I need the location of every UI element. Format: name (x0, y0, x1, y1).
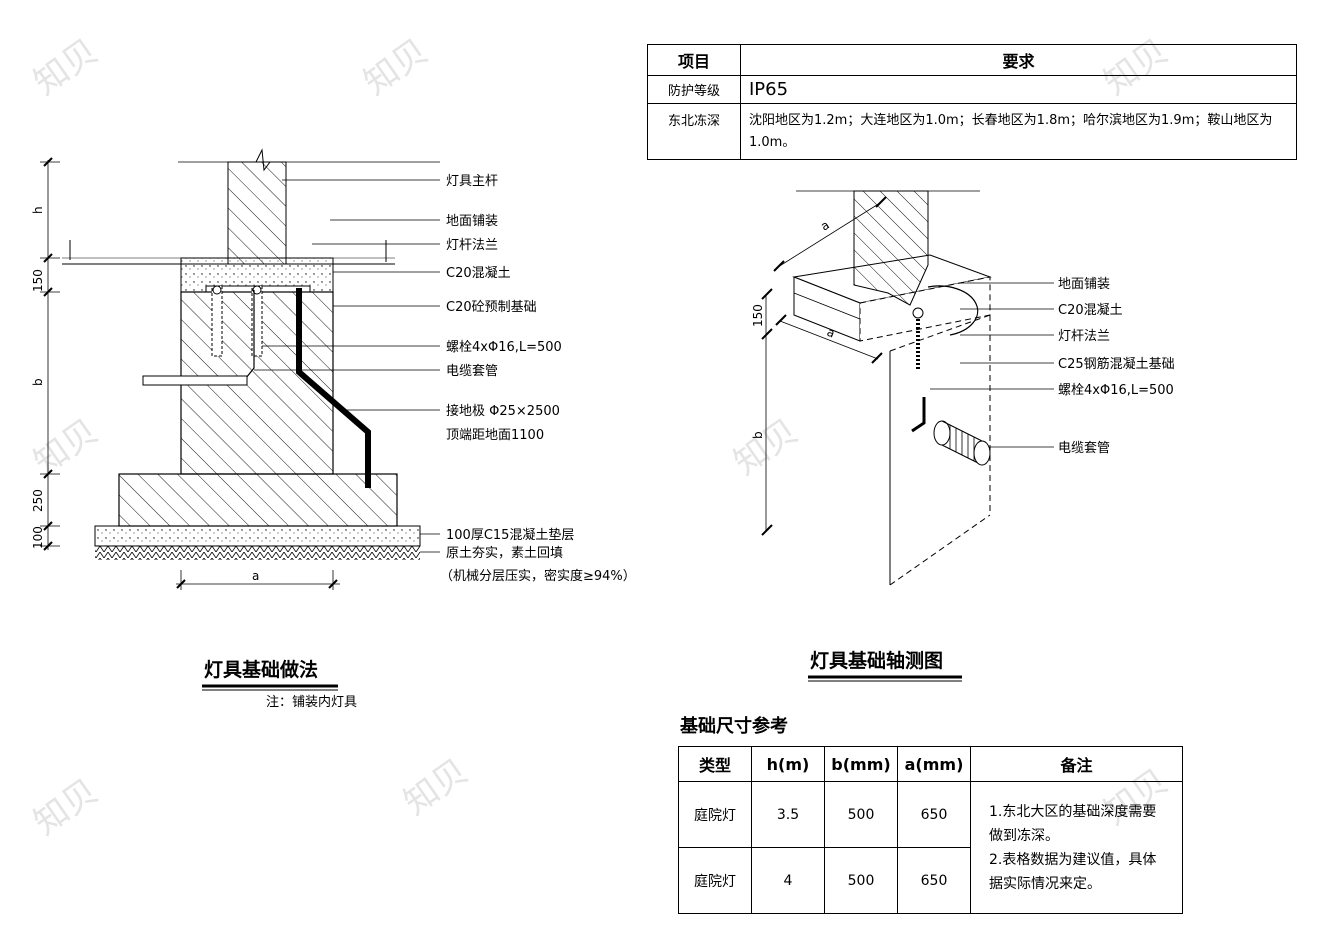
label-bolts: 螺栓4xΦ16,L=500 (446, 340, 562, 355)
ref-header-a: a(mm) (897, 746, 971, 782)
label-paving: 地面铺装 (446, 214, 498, 229)
label-soil: 原土夯实，素土回填 (446, 546, 563, 561)
ground-rod-shape (296, 288, 371, 488)
label-ground-rod-top: 顶端距地面1100 (446, 428, 544, 443)
label-flange: 灯杆法兰 (446, 238, 498, 253)
left-diagram-title: 灯具基础做法 (204, 658, 318, 681)
cushion-shape (94, 525, 421, 547)
axo-label-flange: 灯杆法兰 (1058, 329, 1110, 344)
dim-150: 150 (31, 269, 45, 292)
dim-b: b (31, 378, 45, 386)
pole-shape (227, 161, 287, 265)
reference-table: 类型 h(m) b(mm) a(mm) 备注 庭院灯 3.5 500 650 1… (678, 746, 1183, 914)
ref-cell-a: 650 (897, 847, 971, 914)
foundation-section-diagram: 灯具主杆 地面铺装 灯杆法兰 C20混凝土 C20砼预制基础 螺栓4xΦ16,L… (31, 148, 636, 710)
req-row-value: 沈阳地区为1.2m；大连地区为1.0m；长春地区为1.8m；哈尔滨地区为1.9m… (740, 103, 1297, 160)
ref-cell-type: 庭院灯 (678, 781, 752, 848)
dim-100: 100 (31, 526, 45, 549)
req-row-item: 防护等级 (647, 75, 741, 104)
axo-label-paving: 地面铺装 (1058, 277, 1110, 292)
axo-label-c20: C20混凝土 (1058, 302, 1123, 318)
ref-note-line-1: 1.东北大区的基础深度需要做到冻深。 (989, 803, 1157, 844)
requirements-table: 项目 要求 防护等级 IP65 东北冻深 沈阳地区为1.2m；大连地区为1.0m… (647, 44, 1297, 160)
ref-cell-h: 3.5 (751, 781, 825, 848)
dim-h: h (31, 206, 45, 214)
left-diagram-note: 注：铺装内灯具 (266, 694, 357, 710)
ref-cell-b: 500 (824, 781, 898, 848)
label-conduit: 电缆套管 (446, 363, 498, 379)
foundation-axonometric-diagram: 地面铺装 C20混凝土 灯杆法兰 C25钢筋混凝土基础 螺栓4xΦ16,L=50… (751, 190, 1175, 682)
dim-a: a (252, 569, 259, 583)
table-row: 庭院灯 3.5 500 650 1.东北大区的基础深度需要做到冻深。 2.表格数… (678, 781, 1183, 914)
ref-header-note: 备注 (970, 746, 1183, 782)
axo-label-c25: C25钢筋混凝土基础 (1058, 356, 1175, 372)
ref-cell-note: 1.东北大区的基础深度需要做到冻深。 2.表格数据为建议值，具体据实际情况来定。 (970, 781, 1183, 914)
label-c20-concrete: C20混凝土 (446, 265, 511, 281)
soil-shape (95, 546, 420, 560)
req-row-item: 东北冻深 (647, 103, 741, 160)
label-ground-rod: 接地极 Φ25×2500 (446, 403, 560, 419)
pole-shape (853, 190, 929, 306)
reference-table-title: 基础尺寸参考 (680, 716, 788, 737)
footing-shape (118, 473, 398, 527)
req-header-req: 要求 (740, 44, 1297, 76)
label-compaction: （机械分层压实，密实度≥94%） (440, 568, 636, 584)
axo-label-bolts: 螺栓4xΦ16,L=500 (1058, 383, 1174, 398)
ref-header-type: 类型 (678, 746, 752, 782)
label-cushion: 100厚C15混凝土垫层 (446, 527, 574, 543)
label-precast-base: C20砼预制基础 (446, 300, 537, 315)
ref-cell-type: 庭院灯 (678, 847, 752, 914)
table-row: 庭院灯 4 500 650 (678, 847, 1183, 914)
watermark: 知贝 (396, 751, 476, 824)
axo-label-conduit: 电缆套管 (1058, 440, 1110, 456)
watermark: 知贝 (26, 771, 106, 844)
axo-dim-b: b (751, 431, 765, 439)
axo-dim-a-top: a (818, 218, 832, 234)
dim-250: 250 (31, 489, 45, 512)
req-header-item: 项目 (647, 44, 741, 76)
ref-note-line-2: 2.表格数据为建议值，具体据实际情况来定。 (989, 851, 1157, 892)
ref-header-h: h(m) (751, 746, 825, 782)
axo-dim-150: 150 (751, 304, 765, 327)
req-row-value: IP65 (740, 75, 1297, 104)
right-diagram-title: 灯具基础轴测图 (810, 649, 943, 672)
ref-cell-h: 4 (751, 847, 825, 914)
ref-header-b: b(mm) (824, 746, 898, 782)
ref-cell-a: 650 (897, 781, 971, 848)
ref-cell-b: 500 (824, 847, 898, 914)
label-main-pole: 灯具主杆 (446, 174, 498, 189)
